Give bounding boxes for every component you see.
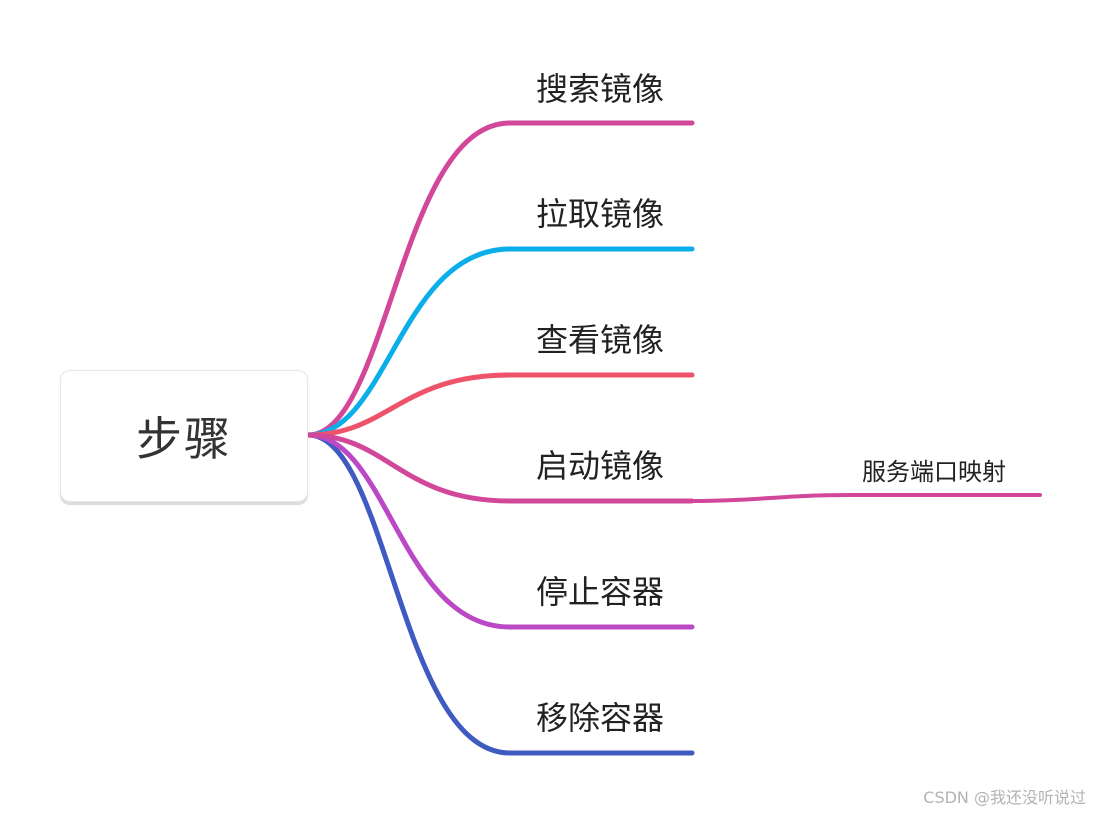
branch-line-start-image — [305, 432, 695, 504]
branch-label-stop-container[interactable]: 停止容器 — [536, 573, 665, 611]
branch-line-pull-image — [305, 246, 695, 438]
branch-line-view-image — [305, 372, 695, 438]
sub-label-port-mapping[interactable]: 服务端口映射 — [862, 458, 1006, 486]
branch-label-search-image[interactable]: 搜索镜像 — [536, 70, 665, 108]
sub-branch-line-port-mapping — [690, 493, 1042, 503]
branch-label-pull-image[interactable]: 拉取镜像 — [536, 195, 665, 233]
watermark: CSDN @我还没听说过 — [923, 788, 1086, 807]
branch-line-stop-container — [305, 432, 695, 630]
root-label: 步骤 — [136, 412, 232, 466]
branch-label-remove-container[interactable]: 移除容器 — [536, 699, 665, 737]
branch-lines — [305, 120, 1042, 756]
root-node[interactable]: 步骤 — [60, 370, 308, 502]
branch-label-start-image[interactable]: 启动镜像 — [536, 447, 665, 485]
branch-label-view-image[interactable]: 查看镜像 — [536, 321, 665, 359]
branch-line-search-image — [305, 120, 695, 438]
branch-line-remove-container — [305, 432, 695, 756]
